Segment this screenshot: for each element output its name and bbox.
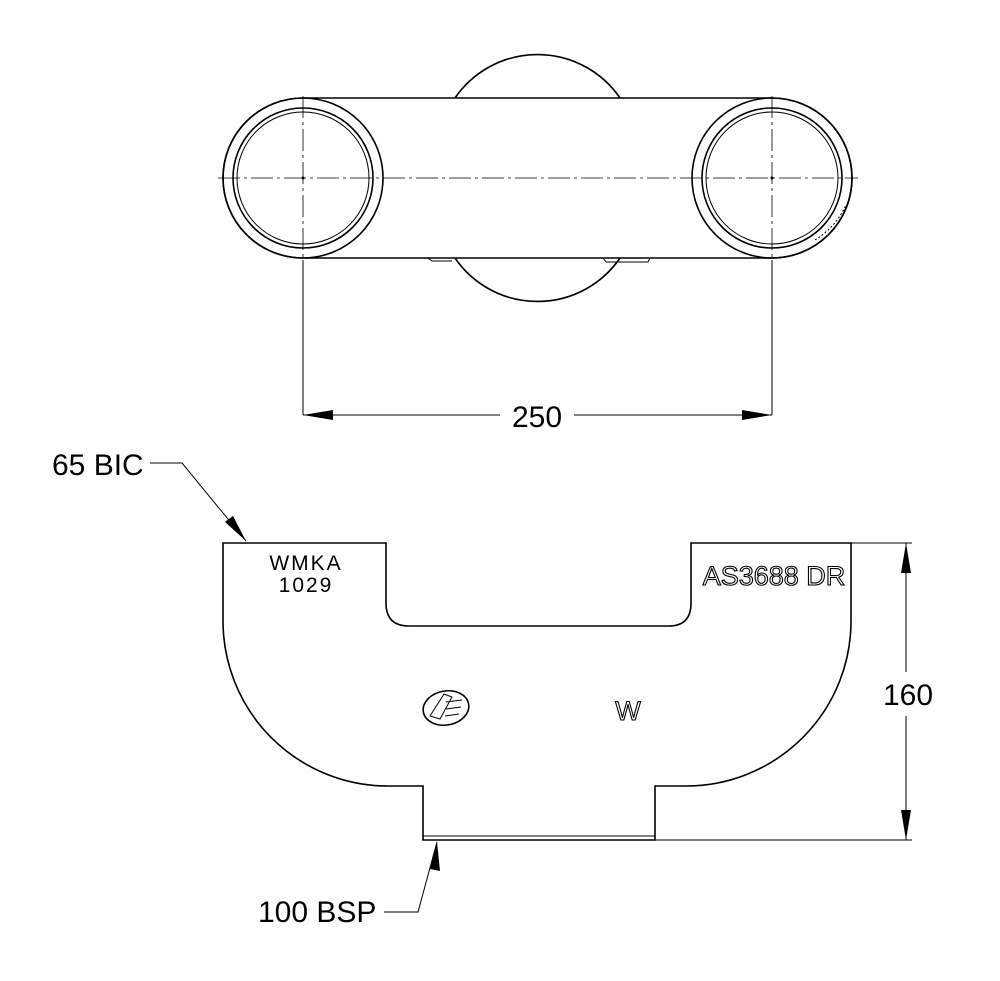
dim-160-arrow-bottom xyxy=(901,810,911,840)
dim-250-text: 250 xyxy=(512,401,562,434)
side-view: WMKA 1029 AS3688 DR W 160 65 BIC 100 BSP xyxy=(52,449,933,929)
manufacturer-logo-icon xyxy=(422,689,470,727)
marking-standard: AS3688 DR xyxy=(703,561,846,591)
dim-250-arrow-right xyxy=(742,410,772,420)
label-inlet: 65 BIC xyxy=(52,449,144,482)
marking-maker-line1: WMKA xyxy=(269,552,342,575)
top-view-left-center-mark xyxy=(301,176,305,180)
top-view-boss-left xyxy=(427,257,452,262)
top-view-rear-disc-upper xyxy=(454,53,621,99)
top-view-right-center-mark xyxy=(770,176,774,180)
leader-inlet-arrow xyxy=(225,516,246,541)
top-view-boss xyxy=(602,257,651,263)
side-view-body-outline xyxy=(222,542,852,841)
top-view-rear-disc-lower xyxy=(454,257,621,303)
leader-inlet xyxy=(150,462,247,542)
top-view: 250 xyxy=(218,53,858,434)
marking-maker-line2: 1029 xyxy=(279,574,334,597)
label-outlet: 100 BSP xyxy=(258,896,376,929)
leader-outlet xyxy=(384,841,438,913)
top-view-right-bore-thread xyxy=(814,204,847,241)
dim-250-arrow-left xyxy=(303,410,333,420)
dim-160-text: 160 xyxy=(883,679,933,712)
dim-160-arrow-top xyxy=(901,543,911,573)
watermark-symbol-icon: W xyxy=(615,696,641,726)
leader-outlet-arrow xyxy=(430,842,440,871)
